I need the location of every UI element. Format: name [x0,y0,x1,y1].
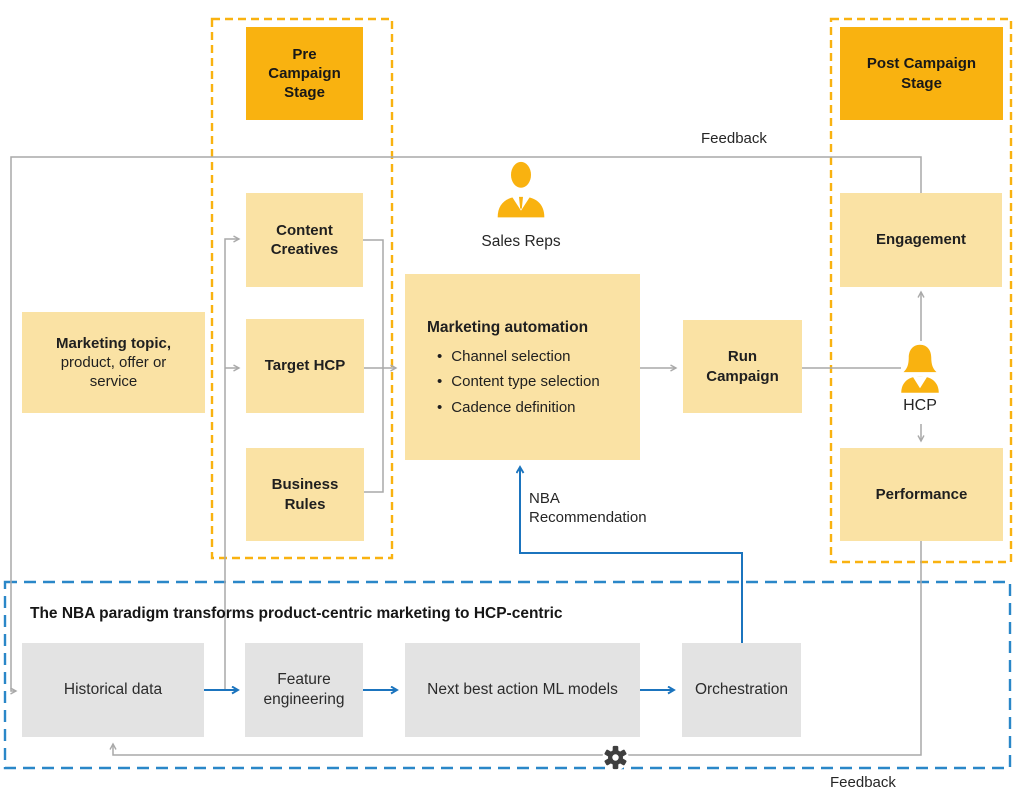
engagement-box: Engagement [840,193,1002,287]
performance-box: Performance [840,448,1003,541]
run-campaign-label: Run Campaign [706,348,779,385]
nba-ml-models-box: Next best action ML models [405,643,640,737]
business-rules-merge [364,368,384,493]
automation-bullet-cadence: Cadence definition [451,398,576,416]
hcp-label: HCP [903,397,937,414]
feedback-top-label: Feedback [701,130,767,147]
bullet-glyph: • [437,347,443,365]
bullet-glyph: • [437,373,443,391]
pre-campaign-stage-box: Pre Campaign Stage [246,27,363,120]
run-campaign-box: Run Campaign [683,320,802,413]
grey-connectors [11,156,922,756]
sales-reps-label: Sales Reps [481,233,561,250]
nba-recommendation-line [520,467,743,643]
feedback-bottom-label: Feedback [830,774,896,791]
feedback-top-loop-line [11,156,922,691]
engagement-label: Engagement [875,231,966,249]
orchestration-label: Orchestration [694,681,789,699]
automation-bullet-row: • Content type selection [437,372,600,392]
content-creatives-merge [363,239,384,368]
marketing-automation-title: Marketing automation [427,319,589,336]
person-female-icon [901,344,939,393]
gear-icon [602,744,629,771]
historical-data-label: Historical data [63,681,163,699]
marketing-topic-title: Marketing topic, [55,334,171,352]
business-rules-label: Business Rules [271,476,339,513]
post-campaign-stage-label: Post Campaign Stage [866,55,977,92]
target-hcp-label: Target HCP [264,357,346,375]
content-creatives-box: Content Creatives [246,193,363,287]
marketing-topic-box: Marketing topic, product, offer or servi… [22,312,205,413]
pre-campaign-stage-label: Pre Campaign Stage [268,45,341,102]
target-hcp-box: Target HCP [246,319,364,413]
nba-paradigm-title: The NBA paradigm transforms product-cent… [30,605,563,622]
orchestration-box: Orchestration [682,643,801,737]
historical-data-box: Historical data [22,643,204,737]
feedback-bottom-loop-line [113,541,922,756]
automation-bullet-row: • Channel selection [437,347,571,367]
automation-bullet-row: • Cadence definition [437,398,576,418]
marketing-automation-box: Marketing automation • Channel selection… [405,274,640,460]
feature-engineering-label: Feature engineering [263,671,345,708]
post-campaign-stage-box: Post Campaign Stage [840,27,1003,120]
nba-recommendation-label: NBA Recommendation [529,490,647,526]
marketing-automation-content: Marketing automation • Channel selection… [405,274,640,460]
feature-engineering-box: Feature engineering [245,643,363,737]
marketing-topic-subtitle: product, offer or service [60,353,167,391]
blue-connectors [204,467,743,690]
branch-line [224,239,239,690]
automation-bullet-channel: Channel selection [451,347,571,365]
nba-paradigm-border [3,580,1012,770]
performance-label: Performance [875,485,968,503]
person-male-icon [497,161,545,218]
automation-bullet-content-type: Content type selection [451,373,600,391]
marketing-topic-label: Marketing topic, product, offer or servi… [36,334,191,392]
business-rules-box: Business Rules [246,448,364,541]
bullet-glyph: • [437,398,443,416]
content-creatives-label: Content Creatives [270,221,339,258]
nba-ml-models-label: Next best action ML models [427,681,618,699]
pre-campaign-stage-border [210,17,394,560]
